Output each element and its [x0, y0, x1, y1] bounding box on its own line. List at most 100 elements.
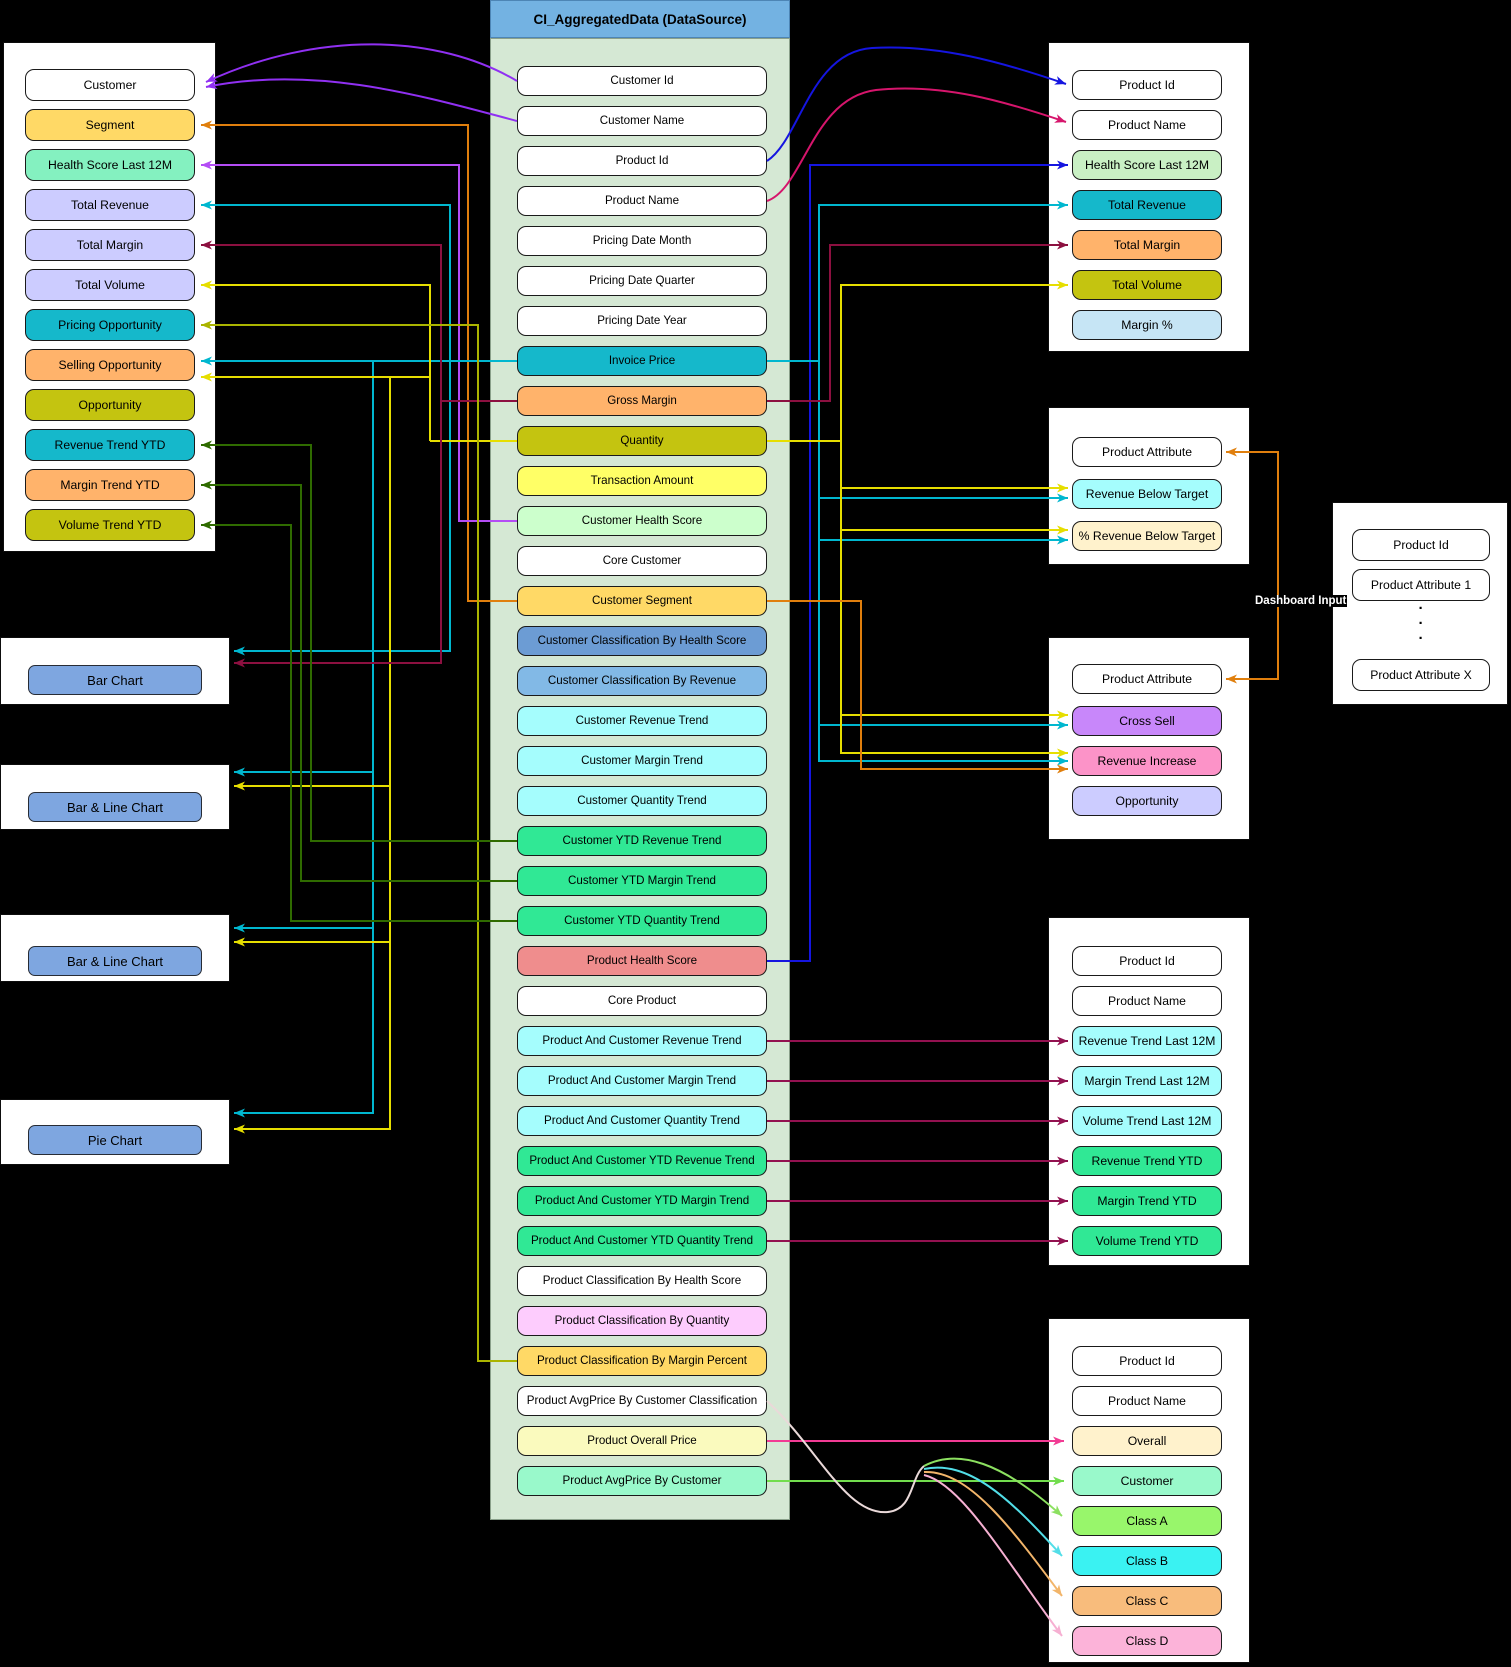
field-customer[interactable]: Customer [25, 69, 195, 101]
connector-orange-39 [767, 600, 1068, 774]
field-customer-margin-trend[interactable]: Customer Margin Trend [517, 746, 767, 776]
field-pricing-date-year[interactable]: Pricing Date Year [517, 306, 767, 336]
field-pricing-date-month[interactable]: Pricing Date Month [517, 226, 767, 256]
connector-maroon-18 [234, 401, 442, 668]
connector-yellow-33 [840, 280, 1068, 441]
field-customer-name[interactable]: Customer Name [517, 106, 767, 136]
connector-cyan-27 [818, 200, 1068, 361]
chart-button-bar-chart-0[interactable]: Bar Chart [28, 665, 202, 695]
field-product-name[interactable]: Product Name [1072, 1386, 1222, 1416]
chart-button-pie-chart-3[interactable]: Pie Chart [28, 1125, 202, 1155]
field-margin-trend-ytd[interactable]: Margin Trend YTD [1072, 1186, 1222, 1216]
field-volume-trend-ytd[interactable]: Volume Trend YTD [1072, 1226, 1222, 1256]
field-health-score-last-12m[interactable]: Health Score Last 12M [1072, 150, 1222, 180]
field-product-classification-by-margin-percent[interactable]: Product Classification By Margin Percent [517, 1346, 767, 1376]
field-overall[interactable]: Overall [1072, 1426, 1222, 1456]
field-product-name[interactable]: Product Name [1072, 110, 1222, 140]
field-product-id[interactable]: Product Id [1072, 70, 1222, 100]
field-core-product[interactable]: Core Product [517, 986, 767, 1016]
field-product-attribute-x[interactable]: Product Attribute X [1352, 659, 1490, 691]
connector-blue-23 [766, 46, 1067, 162]
connector-green-21 [201, 480, 517, 882]
dashboard-input-label: Dashboard Input [1254, 595, 1348, 607]
field-transaction-amount[interactable]: Transaction Amount [517, 466, 767, 496]
field-product-attribute[interactable]: Product Attribute [1072, 664, 1222, 694]
field-customer-classification-by-revenue[interactable]: Customer Classification By Revenue [517, 666, 767, 696]
field-segment[interactable]: Segment [25, 109, 195, 141]
field-customer-classification-by-health-score[interactable]: Customer Classification By Health Score [517, 626, 767, 656]
field-customer-ytd-quantity-trend[interactable]: Customer YTD Quantity Trend [517, 906, 767, 936]
field-revenue-trend-last-12m[interactable]: Revenue Trend Last 12M [1072, 1026, 1222, 1056]
field-customer-quantity-trend[interactable]: Customer Quantity Trend [517, 786, 767, 816]
field-product-id[interactable]: Product Id [1072, 1346, 1222, 1376]
field-revenue-trend-ytd[interactable]: Revenue Trend YTD [1072, 1146, 1222, 1176]
field-health-score-last-12m[interactable]: Health Score Last 12M [25, 149, 195, 181]
field-total-margin[interactable]: Total Margin [25, 229, 195, 261]
field-margin[interactable]: Margin % [1072, 310, 1222, 340]
field-product-attribute[interactable]: Product Attribute [1072, 437, 1222, 467]
connector-cyan-6 [234, 361, 451, 656]
field-product-overall-price[interactable]: Product Overall Price [517, 1426, 767, 1456]
field-pricing-opportunity[interactable]: Pricing Opportunity [25, 309, 195, 341]
field-customer-id[interactable]: Customer Id [517, 66, 767, 96]
field-product-avgprice-by-customer[interactable]: Product AvgPrice By Customer [517, 1466, 767, 1496]
field-revenue-below-target[interactable]: Revenue Below Target [1072, 479, 1222, 509]
field-revenue-below-target[interactable]: % Revenue Below Target [1072, 521, 1222, 551]
field-product-id[interactable]: Product Id [517, 146, 767, 176]
field-customer-revenue-trend[interactable]: Customer Revenue Trend [517, 706, 767, 736]
field-selling-opportunity[interactable]: Selling Opportunity [25, 349, 195, 381]
field-total-volume[interactable]: Total Volume [1072, 270, 1222, 300]
field-total-margin[interactable]: Total Margin [1072, 230, 1222, 260]
field-cross-sell[interactable]: Cross Sell [1072, 706, 1222, 736]
datasource-panel[interactable] [490, 38, 790, 1520]
field-invoice-price[interactable]: Invoice Price [517, 346, 767, 376]
field-product-id[interactable]: Product Id [1072, 946, 1222, 976]
field-class-c[interactable]: Class C [1072, 1586, 1222, 1616]
connector-fanA-49 [923, 1457, 1063, 1517]
connector-violet-3 [201, 160, 517, 522]
field-product-and-customer-ytd-margin-trend[interactable]: Product And Customer YTD Margin Trend [517, 1186, 767, 1216]
connector-green-20 [201, 440, 517, 842]
field-product-classification-by-health-score[interactable]: Product Classification By Health Score [517, 1266, 767, 1296]
field-margin-trend-ytd[interactable]: Margin Trend YTD [25, 469, 195, 501]
field-volume-trend-ytd[interactable]: Volume Trend YTD [25, 509, 195, 541]
field-revenue-increase[interactable]: Revenue Increase [1072, 746, 1222, 776]
field-gross-margin[interactable]: Gross Margin [517, 386, 767, 416]
field-product-and-customer-margin-trend[interactable]: Product And Customer Margin Trend [517, 1066, 767, 1096]
field-quantity[interactable]: Quantity [517, 426, 767, 456]
field-opportunity[interactable]: Opportunity [1072, 786, 1222, 816]
field-product-classification-by-quantity[interactable]: Product Classification By Quantity [517, 1306, 767, 1336]
connector-cyan-28 [818, 361, 1068, 766]
field-total-volume[interactable]: Total Volume [25, 269, 195, 301]
field-product-and-customer-ytd-revenue-trend[interactable]: Product And Customer YTD Revenue Trend [517, 1146, 767, 1176]
field-product-id[interactable]: Product Id [1352, 529, 1490, 561]
chart-button-bar-line-chart-1[interactable]: Bar & Line Chart [28, 792, 202, 822]
field-product-name[interactable]: Product Name [1072, 986, 1222, 1016]
field-volume-trend-last-12m[interactable]: Volume Trend Last 12M [1072, 1106, 1222, 1136]
field-product-and-customer-ytd-quantity-trend[interactable]: Product And Customer YTD Quantity Trend [517, 1226, 767, 1256]
field-revenue-trend-ytd[interactable]: Revenue Trend YTD [25, 429, 195, 461]
field-pricing-date-quarter[interactable]: Pricing Date Quarter [517, 266, 767, 296]
field-product-and-customer-revenue-trend[interactable]: Product And Customer Revenue Trend [517, 1026, 767, 1056]
field-total-revenue[interactable]: Total Revenue [25, 189, 195, 221]
field-opportunity[interactable]: Opportunity [25, 389, 195, 421]
chart-button-bar-line-chart-2[interactable]: Bar & Line Chart [28, 946, 202, 976]
field-customer-ytd-revenue-trend[interactable]: Customer YTD Revenue Trend [517, 826, 767, 856]
field-customer-segment[interactable]: Customer Segment [517, 586, 767, 616]
field-product-name[interactable]: Product Name [517, 186, 767, 216]
field-customer-ytd-margin-trend[interactable]: Customer YTD Margin Trend [517, 866, 767, 896]
field-customer[interactable]: Customer [1072, 1466, 1222, 1496]
field-class-d[interactable]: Class D [1072, 1626, 1222, 1656]
field-margin-trend-last-12m[interactable]: Margin Trend Last 12M [1072, 1066, 1222, 1096]
field-product-and-customer-quantity-trend[interactable]: Product And Customer Quantity Trend [517, 1106, 767, 1136]
field-product-health-score[interactable]: Product Health Score [517, 946, 767, 976]
field-total-revenue[interactable]: Total Revenue [1072, 190, 1222, 220]
field-core-customer[interactable]: Core Customer [517, 546, 767, 576]
field-customer-health-score[interactable]: Customer Health Score [517, 506, 767, 536]
field-product-attribute-1[interactable]: Product Attribute 1 [1352, 569, 1490, 601]
connector-crimson-24 [766, 87, 1067, 202]
field-product-avgprice-by-customer-classification[interactable]: Product AvgPrice By Customer Classificat… [517, 1386, 767, 1416]
field-class-a[interactable]: Class A [1072, 1506, 1222, 1536]
field-class-b[interactable]: Class B [1072, 1546, 1222, 1576]
